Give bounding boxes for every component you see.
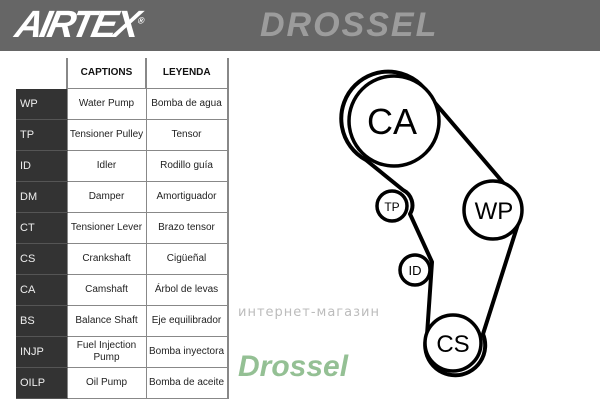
leyenda-cell: Amortiguador: [145, 181, 229, 213]
water-pump-pulley: [462, 179, 524, 241]
tp-label: TP: [384, 200, 399, 214]
code-cell: OILP: [16, 367, 67, 399]
caption-cell: Balance Shaft: [66, 305, 147, 337]
code-cell: WP: [16, 88, 67, 120]
code-cell: BS: [16, 305, 67, 337]
cs-label: CS: [436, 331, 469, 358]
caption-cell: Idler: [66, 150, 147, 182]
timing-belt: [339, 69, 523, 378]
ca-label: CA: [367, 101, 417, 142]
crankshaft-pulley: [423, 313, 483, 373]
code-cell: DM: [16, 181, 67, 213]
leyenda-header: LEYENDA: [145, 58, 229, 89]
header-bar: AIRTEX®: [0, 0, 600, 51]
caption-cell: Fuel Injection Pump: [66, 336, 147, 368]
caption-cell: Oil Pump: [66, 367, 147, 399]
idler-pulley: [398, 253, 432, 287]
leyenda-cell: Cigüeñal: [145, 243, 229, 275]
code-cell: CT: [16, 212, 67, 244]
id-label: ID: [409, 263, 422, 278]
caption-cell: Damper: [66, 181, 147, 213]
leyenda-cell: Rodillo guía: [145, 150, 229, 182]
code-cell: CA: [16, 274, 67, 306]
code-cell: TP: [16, 119, 67, 151]
leyenda-cell: Brazo tensor: [145, 212, 229, 244]
code-cell: CS: [16, 243, 67, 275]
caption-cell: Tensioner Pulley: [66, 119, 147, 151]
leyenda-cell: Eje equilibrador: [145, 305, 229, 337]
tensioner-pulley: [375, 189, 409, 223]
wp-label: WP: [475, 198, 514, 225]
code-cell: ID: [16, 150, 67, 182]
leyenda-cell: Árbol de levas: [145, 274, 229, 306]
caption-cell: Crankshaft: [66, 243, 147, 275]
code-cell: INJP: [16, 336, 67, 368]
caption-cell: Tensioner Lever: [66, 212, 147, 244]
camshaft-pulley: [347, 74, 441, 168]
leyenda-cell: Bomba de aceite: [145, 367, 229, 399]
captions-header: CAPTIONS: [66, 58, 147, 89]
leyenda-cell: Tensor: [145, 119, 229, 151]
caption-cell: Water Pump: [66, 88, 147, 120]
